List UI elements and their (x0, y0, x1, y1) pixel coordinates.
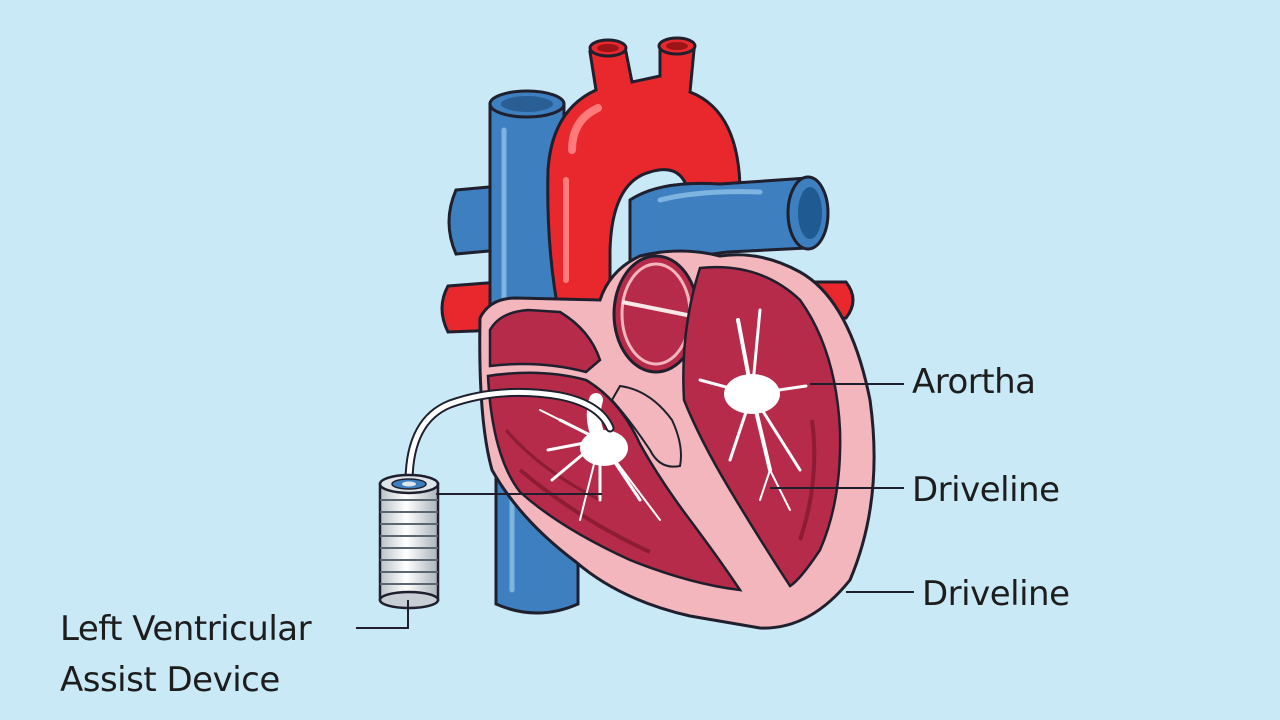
label-driveline-upper: Driveline (912, 470, 1060, 510)
label-left-ventricular-assist-device: Left Ventricular Assist Device (60, 604, 312, 706)
label-driveline-lower: Driveline (922, 574, 1070, 614)
pulmonary-artery-left-branch (447, 184, 502, 256)
chordae-tendineae-right (539, 393, 661, 521)
label-aorta: Arortha (912, 362, 1036, 402)
lvad-pump-device (378, 473, 440, 610)
label-lvad-line2: Assist Device (60, 660, 280, 700)
right-ventricle (486, 371, 743, 592)
lvad-driveline-cable (404, 387, 615, 485)
left-atrium (612, 254, 700, 374)
leader-lvad-label (356, 600, 409, 629)
label-lvad-line1: Left Ventricular (60, 609, 312, 649)
leader-lines (356, 383, 914, 629)
right-atrium (488, 308, 602, 374)
chordae-tendineae-left (698, 308, 808, 511)
interventricular-septum (610, 384, 682, 468)
pulmonary-artery-trunk (628, 175, 830, 270)
aortic-arch (546, 36, 742, 355)
